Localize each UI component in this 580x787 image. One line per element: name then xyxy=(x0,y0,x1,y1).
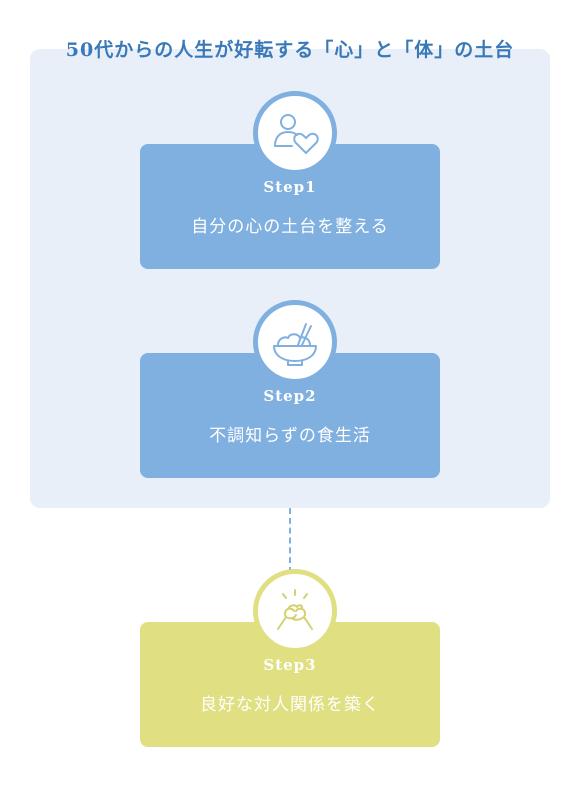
dashed-connector xyxy=(289,508,291,573)
step1-label: Step1 xyxy=(263,178,317,196)
handshake-icon xyxy=(277,589,313,630)
diagram-title: 50代からの人生が好転する「心」と「体」の土台 xyxy=(65,39,515,61)
step3-icon-circle xyxy=(253,569,337,653)
step1-text: 自分の心の土台を整える xyxy=(191,217,389,237)
step2-icon-circle xyxy=(253,300,337,384)
step2-label: Step2 xyxy=(263,387,317,405)
step3-label: Step3 xyxy=(263,656,317,674)
step3-text: 良好な対人関係を築く xyxy=(200,695,380,715)
step2-card: Step2 不調知らずの食生活 xyxy=(140,353,440,478)
person-heart-icon xyxy=(274,114,319,154)
step1-icon-circle xyxy=(253,91,337,175)
step2-text: 不調知らずの食生活 xyxy=(209,426,371,446)
rice-bowl-chopsticks-icon xyxy=(273,323,317,366)
